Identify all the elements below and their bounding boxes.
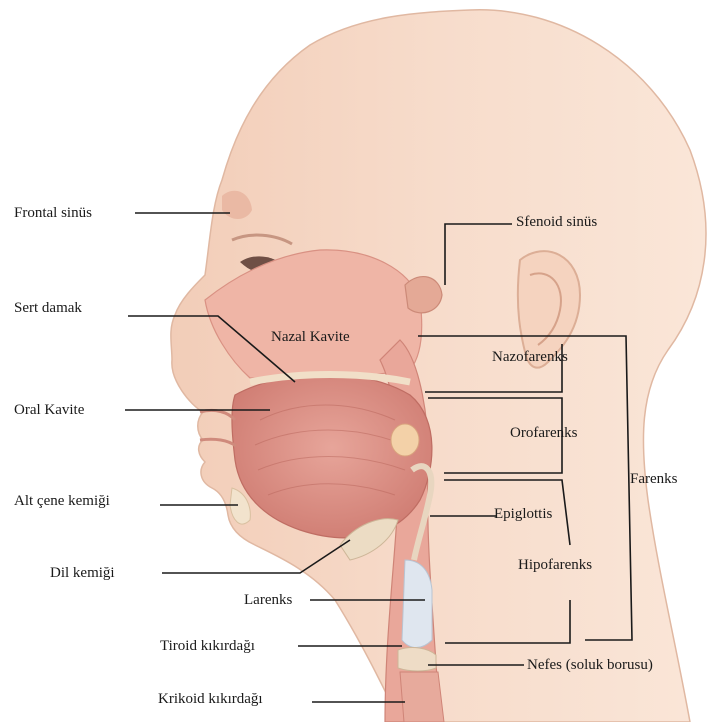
label-pharynx: Farenks xyxy=(630,470,678,488)
label-nasopharynx: Nazofarenks xyxy=(492,348,568,366)
sphenoid-sinus-shape xyxy=(405,277,442,313)
label-hard-palate: Sert damak xyxy=(14,299,82,317)
label-epiglottis: Epiglottis xyxy=(494,505,552,523)
larynx-shape xyxy=(402,560,432,648)
label-mandible: Alt çene kemiği xyxy=(14,492,110,510)
label-larynx: Larenks xyxy=(244,591,292,609)
label-hypopharynx: Hipofarenks xyxy=(518,556,592,574)
label-trachea: Nefes (soluk borusu) xyxy=(527,656,653,674)
trachea-shape xyxy=(400,672,444,722)
tonsil-shape xyxy=(391,424,419,456)
label-oropharynx: Orofarenks xyxy=(510,424,577,442)
label-nasal-cavity: Nazal Kavite xyxy=(271,328,350,346)
label-frontal-sinus: Frontal sinüs xyxy=(14,204,92,222)
label-cricoid-cartilage: Krikoid kıkırdağı xyxy=(158,690,263,708)
label-thyroid-cartilage: Tiroid kıkırdağı xyxy=(160,637,255,655)
label-oral-cavity: Oral Kavite xyxy=(14,401,84,419)
label-sphenoid-sinus: Sfenoid sinüs xyxy=(516,213,597,231)
cricoid-shape xyxy=(398,648,436,671)
label-hyoid: Dil kemiği xyxy=(50,564,115,582)
